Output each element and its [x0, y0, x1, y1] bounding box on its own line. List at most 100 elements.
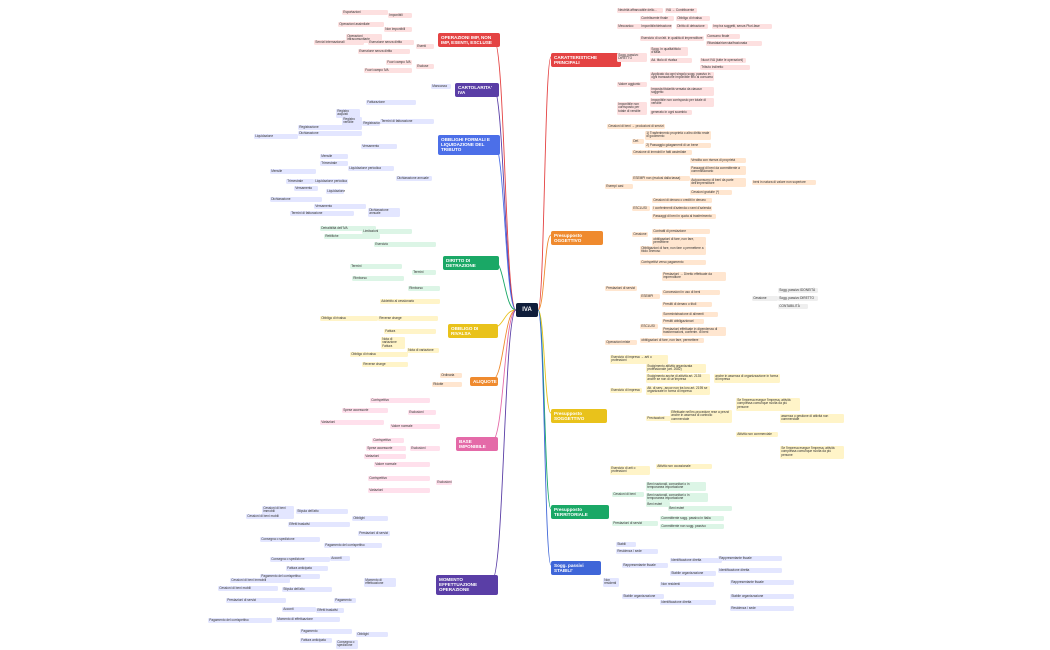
leaf[interactable]: Attività non commerciale — [736, 432, 779, 437]
leaf[interactable]: Esercizio di arti o professioni — [610, 466, 651, 475]
leaf[interactable]: Mancanza — [431, 84, 452, 89]
leaf[interactable]: Fuori campo IVA — [386, 59, 413, 65]
leaf[interactable]: anche in assenza di organizzazione in fo… — [714, 374, 781, 383]
leaf[interactable]: Obbligo di rivalsa — [320, 316, 379, 321]
leaf[interactable]: Spese accessorie — [342, 408, 389, 413]
leaf[interactable]: Corrispettivo — [372, 438, 405, 443]
leaf[interactable]: Rimborso — [352, 276, 405, 281]
leaf[interactable]: Prestazioni → Diretto effettuate da impr… — [662, 272, 727, 281]
leaf[interactable]: Obbligazioni di fare, non fare o permett… — [640, 246, 707, 255]
leaf[interactable]: Obbligo di rivalsa — [350, 352, 409, 357]
leaf[interactable]: Identificazione diretta — [660, 600, 717, 605]
branch-oggettivo[interactable]: Presupposto OGGETTIVO — [551, 231, 603, 246]
leaf[interactable]: Stipula dell'atto — [282, 587, 333, 592]
leaf[interactable]: Reverse charge — [378, 316, 439, 321]
leaf[interactable]: Passaggi di beni da committente a commis… — [690, 166, 747, 175]
branch-detrazione[interactable]: DIRITTO DI DETRAZIONE — [443, 256, 499, 271]
leaf[interactable]: Valore normale — [390, 424, 441, 429]
leaf[interactable]: Obblighi — [352, 516, 389, 521]
leaf[interactable]: Prestazioni effettuate in dipendenza di … — [662, 327, 727, 336]
leaf[interactable]: Consumo finale — [706, 34, 741, 39]
leaf[interactable]: Cessioni gratuite (*) — [690, 190, 733, 195]
leaf[interactable]: Concessioni in uso di beni — [662, 290, 721, 295]
leaf[interactable]: Effetti traslativi — [288, 522, 351, 527]
leaf[interactable]: Prestazioni di servizi — [612, 521, 659, 526]
leaf[interactable]: Operazioni intracomunitarie — [346, 34, 383, 43]
leaf[interactable]: Esempi casi — [605, 184, 634, 189]
leaf[interactable]: Neutrità affrancabile dello... — [617, 8, 664, 13]
leaf[interactable]: Prestazioni di servizi — [605, 286, 638, 291]
leaf[interactable]: Applicato da ogni singolo sogg. passivo … — [650, 71, 715, 81]
leaf[interactable]: Cessione di immobili e fatti assimilate — [632, 150, 693, 155]
leaf[interactable]: Se l'impresa esegue l'impresa, attività … — [736, 398, 801, 411]
leaf[interactable]: Contribuente finale — [640, 16, 675, 21]
leaf[interactable]: Registrazione — [362, 120, 383, 126]
leaf[interactable]: Addebito al cessionario — [380, 299, 441, 304]
leaf[interactable]: Fattura anticipata — [286, 566, 329, 571]
leaf[interactable]: Acconti — [282, 607, 317, 612]
leaf[interactable]: Momento di effettuazione — [364, 578, 397, 587]
leaf[interactable]: Cessioni di beni mobili — [246, 514, 295, 519]
leaf[interactable]: Fattura anticipata — [300, 638, 333, 643]
leaf[interactable]: Stabile organizzazione — [622, 594, 665, 599]
leaf[interactable]: Esercizio di impresa — [610, 388, 643, 393]
leaf[interactable]: Beni nazionali, comunitari o in temporan… — [646, 482, 707, 491]
leaf[interactable]: Rappresentante fiscale — [730, 580, 795, 585]
center-node[interactable]: IVA — [516, 303, 538, 317]
leaf[interactable]: Beni esteri — [668, 506, 733, 511]
leaf[interactable]: Mensile — [270, 169, 317, 174]
leaf[interactable]: Esportazioni — [342, 10, 389, 15]
leaf[interactable]: Att. di serv., ancor non tra loro art. 2… — [646, 386, 711, 395]
leaf[interactable]: Stipula dell'atto — [296, 509, 349, 514]
leaf[interactable]: Termini — [350, 264, 403, 269]
leaf[interactable]: Esercizio di impresa → arti o profession… — [610, 355, 669, 364]
leaf[interactable]: Dichiarazione annuale — [396, 176, 433, 181]
leaf[interactable]: Residenza / sede — [730, 606, 795, 611]
leaf[interactable]: Precisazioni — [646, 416, 675, 421]
leaf[interactable]: Ad. titolo di rivalsa — [650, 58, 693, 63]
leaf[interactable]: Registrazione — [298, 125, 363, 130]
leaf[interactable]: Dichiarazione — [270, 197, 323, 202]
leaf[interactable]: Effettuate nell'ex-procedure rese a prez… — [670, 410, 733, 423]
leaf[interactable]: Corrispettivo — [368, 476, 431, 481]
leaf[interactable]: Consegna o spedizione — [260, 537, 321, 542]
leaf[interactable]: Esenzione senza diritto — [368, 40, 415, 45]
leaf[interactable]: Diritto di detrazione — [676, 24, 709, 29]
leaf[interactable]: Acconti — [330, 556, 351, 561]
leaf[interactable]: Esclusioni — [408, 410, 437, 415]
leaf[interactable]: Pagamento — [334, 598, 357, 603]
leaf[interactable]: Termini di fatturazione — [380, 119, 435, 124]
leaf[interactable]: Cessione — [632, 231, 649, 237]
leaf[interactable]: Liquidazione — [326, 188, 346, 194]
leaf[interactable]: Momento di effettuazione — [276, 617, 341, 622]
leaf[interactable]: Rimborso — [408, 286, 441, 291]
leaf[interactable]: Nota di variazione — [381, 337, 406, 346]
leaf[interactable]: Corrispettivo — [370, 398, 431, 403]
leaf[interactable]: Obblighi — [356, 632, 389, 637]
leaf[interactable]: Registro vendite — [342, 117, 363, 126]
leaf[interactable]: Sogg. in qualità/titolo d'Italia — [650, 47, 689, 56]
leaf[interactable]: Detraibilità dell'IVA — [320, 226, 377, 231]
leaf[interactable]: Identificazione diretta — [718, 568, 783, 573]
leaf[interactable]: Fatturazione — [366, 100, 417, 105]
leaf[interactable]: Prestazioni di servizi — [226, 598, 287, 603]
leaf[interactable]: Versamento — [294, 186, 319, 191]
leaf[interactable]: Versamento — [361, 144, 398, 149]
leaf[interactable]: Rettifiche — [324, 234, 381, 239]
leaf[interactable]: Imp tra soggetti, senza Pluri-fase — [712, 24, 773, 29]
leaf[interactable]: Variazioni — [320, 420, 385, 425]
leaf[interactable]: Limitazioni — [362, 229, 413, 234]
leaf[interactable]: Stabile organizzazione — [730, 594, 795, 599]
leaf[interactable]: Liquidazione periodica — [348, 166, 395, 171]
leaf[interactable]: Contratti di prestazione — [652, 229, 711, 234]
leaf[interactable]: Somministrazione di alimenti — [662, 312, 719, 317]
branch-stabili[interactable]: Sogg. passivi STABILI' — [551, 561, 601, 576]
leaf[interactable]: I conferimenti d'azienda o rami d'aziend… — [652, 205, 713, 211]
leaf[interactable]: Operazioni miste — [605, 340, 638, 345]
leaf[interactable]: generato in ogni scambio — [650, 110, 693, 115]
leaf[interactable]: Esenti — [416, 44, 435, 49]
leaf[interactable]: ESEMPI non (esclusi dalla tassa) — [632, 176, 691, 181]
leaf[interactable]: Termini — [412, 270, 437, 275]
leaf[interactable]: Liquidazione periodica — [314, 178, 349, 184]
leaf[interactable]: Esercizio di un'att. in qualità di impre… — [640, 35, 705, 41]
